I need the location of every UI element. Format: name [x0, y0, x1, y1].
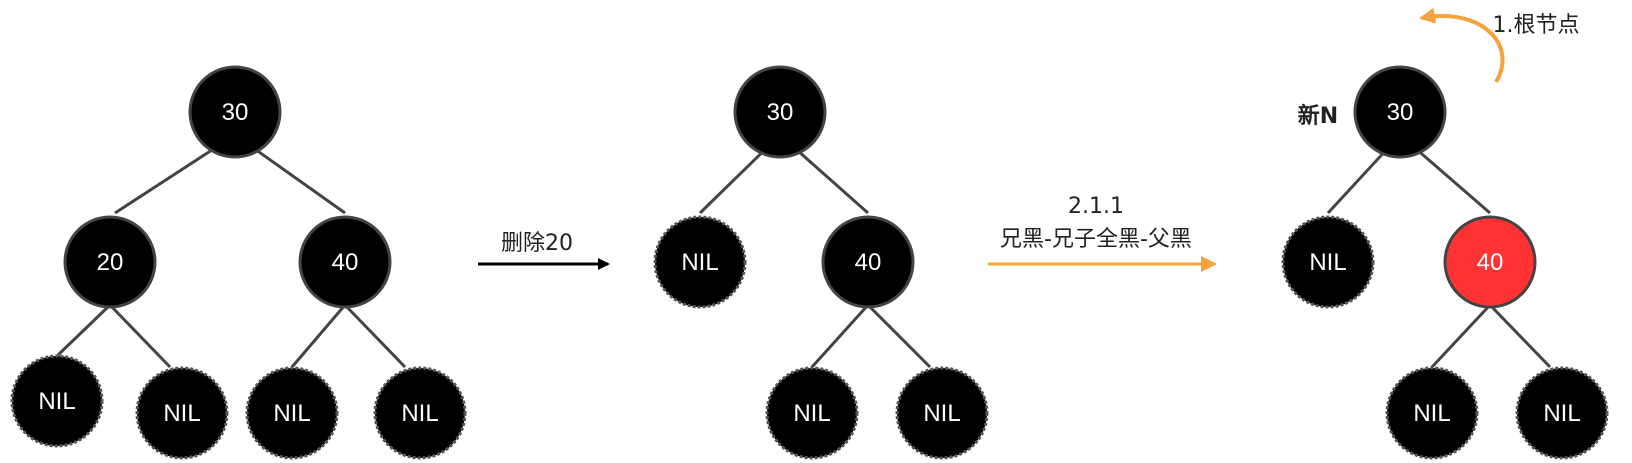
- tree-node-nil: NIL: [1515, 366, 1609, 460]
- curved-orange-arrow: [1419, 7, 1505, 84]
- node-label: NIL: [1413, 400, 1450, 427]
- tree-after-recolor: 30 NIL 40 NIL NIL 新N 1.根节点: [1281, 7, 1609, 460]
- node-label: 40: [1477, 249, 1504, 276]
- tree-node-30: 30: [1353, 65, 1447, 159]
- step-delete: 删除20: [478, 231, 610, 270]
- new-n-label: 新N: [1298, 103, 1338, 129]
- edge: [343, 303, 407, 369]
- node-label: 30: [1387, 99, 1414, 126]
- tree-node-nil: NIL: [653, 215, 747, 309]
- tree-node-40: 40: [821, 215, 915, 309]
- node-label: NIL: [1309, 249, 1346, 276]
- tree-node-40-red: 40: [1443, 215, 1537, 309]
- tree-node-nil: NIL: [1385, 366, 1479, 460]
- tree-node-40: 40: [298, 215, 392, 309]
- tree-node-nil: NIL: [10, 354, 104, 448]
- node-label: 40: [332, 249, 359, 276]
- node-label: NIL: [273, 400, 310, 427]
- step-recolor: 2.1.1 兄黑-兄子全黑-父黑: [988, 194, 1217, 272]
- node-label: NIL: [681, 249, 718, 276]
- node-label: 20: [97, 249, 124, 276]
- root-label: 1.根节点: [1493, 13, 1580, 38]
- node-label: NIL: [1543, 400, 1580, 427]
- tree-node-nil: NIL: [135, 366, 229, 460]
- case-label: 兄黑-兄子全黑-父黑: [1000, 227, 1192, 252]
- tree-node-30: 30: [733, 65, 827, 159]
- tree-node-nil: NIL: [245, 366, 339, 460]
- delete-label: 删除20: [501, 231, 573, 256]
- node-label: 40: [855, 249, 882, 276]
- node-label: NIL: [923, 400, 960, 427]
- tree-before-delete: 30 20 40 NIL NIL NIL NIL: [10, 65, 467, 460]
- tree-node-nil: NIL: [1281, 215, 1375, 309]
- edge: [290, 304, 347, 368]
- node-label: NIL: [38, 388, 75, 415]
- tree-node-nil: NIL: [765, 366, 859, 460]
- node-label: NIL: [793, 400, 830, 427]
- node-label: 30: [222, 99, 249, 126]
- edge: [1488, 303, 1552, 369]
- tree-node-nil: NIL: [895, 366, 989, 460]
- edge: [866, 303, 932, 369]
- edge: [1430, 303, 1492, 369]
- tree-node-30: 30: [188, 65, 282, 159]
- edge: [56, 303, 112, 357]
- edge: [810, 303, 870, 369]
- tree-node-20: 20: [63, 215, 157, 309]
- node-label: NIL: [163, 400, 200, 427]
- case-number: 2.1.1: [1068, 194, 1124, 219]
- tree-node-nil: NIL: [373, 366, 467, 460]
- tree-after-delete: 30 NIL 40 NIL NIL: [653, 65, 989, 460]
- node-label: NIL: [401, 400, 438, 427]
- edge: [108, 303, 172, 369]
- node-label: 30: [767, 99, 794, 126]
